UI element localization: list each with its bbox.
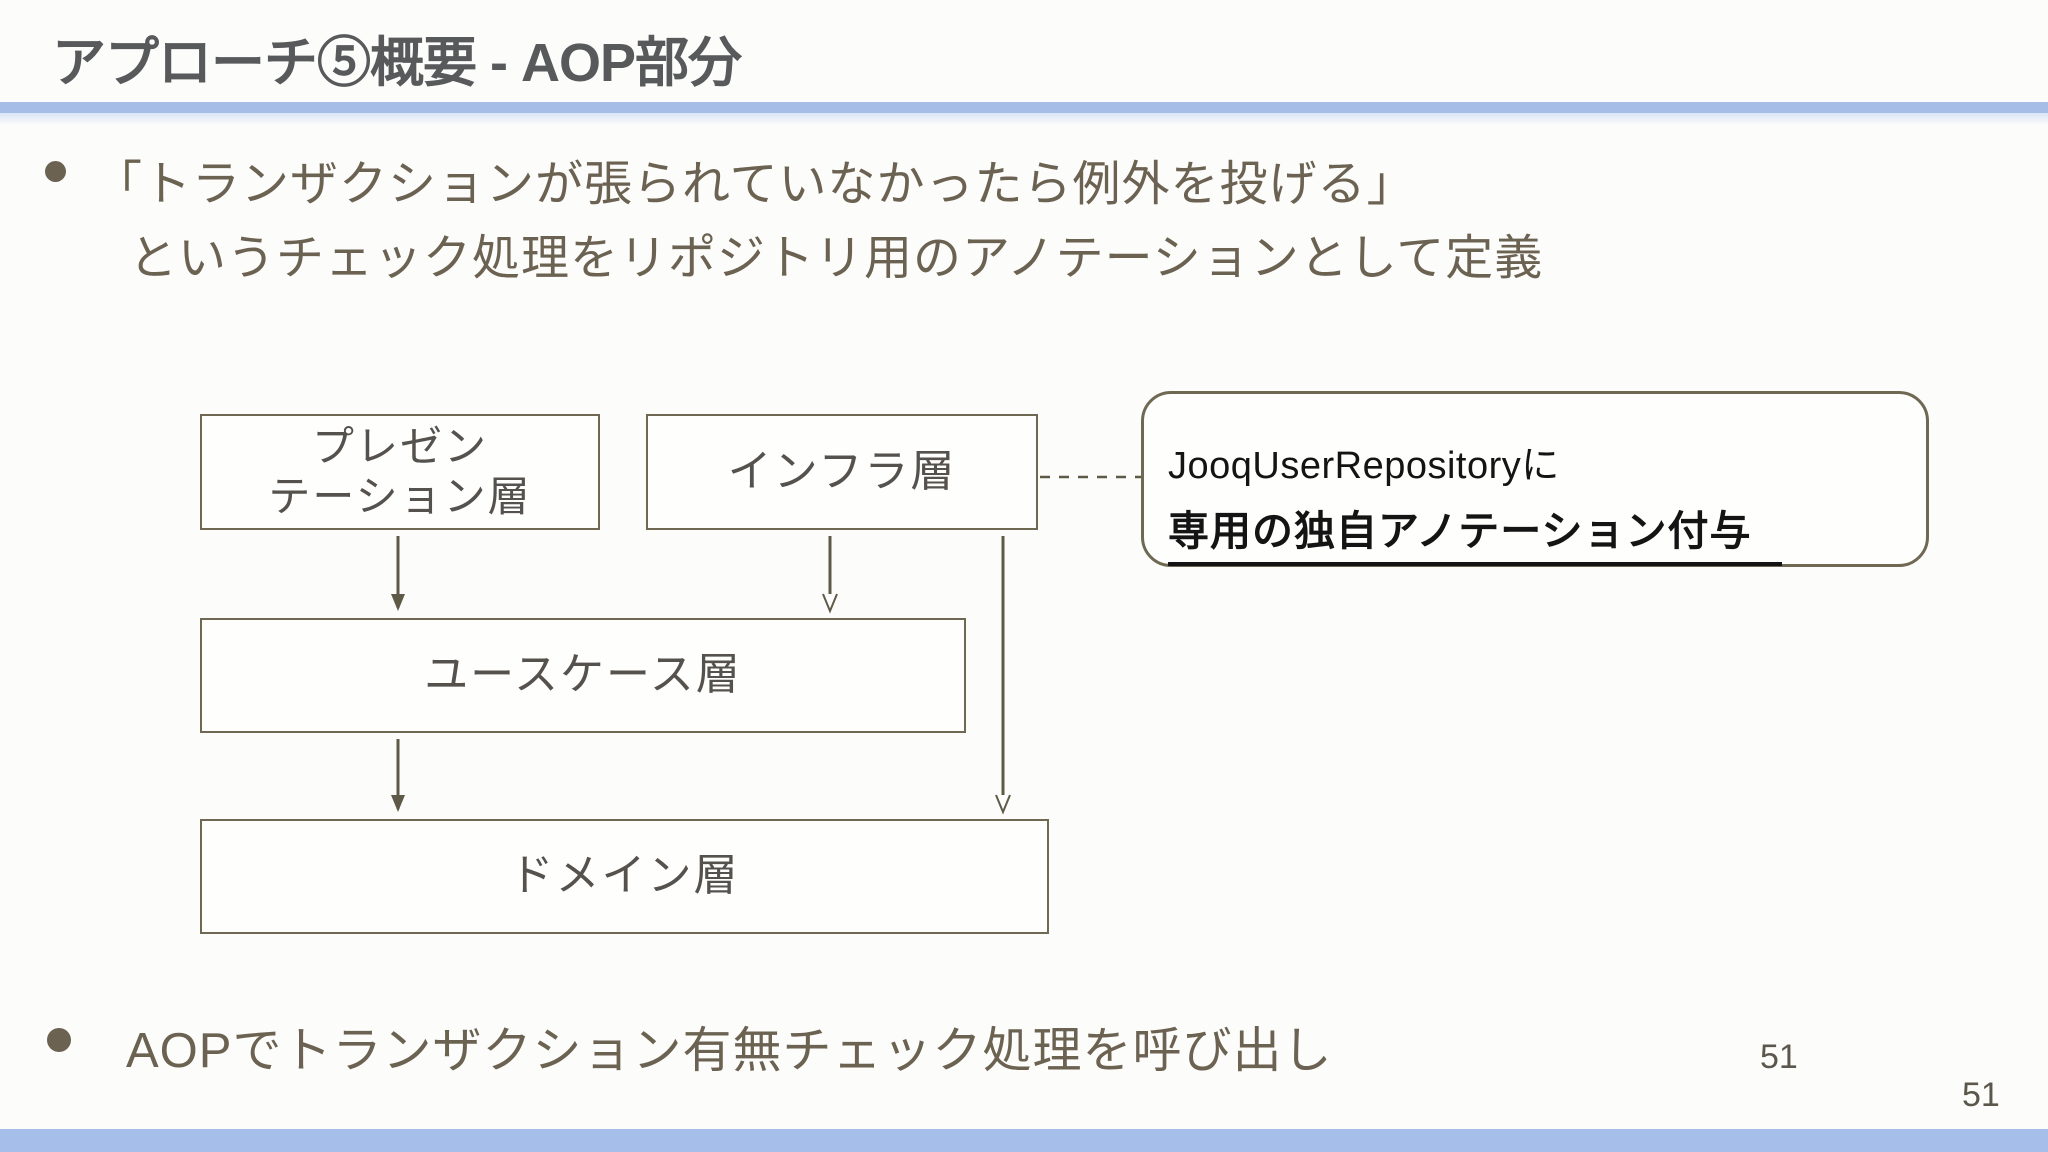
- arrow-presentation-to-usecase: [391, 536, 405, 611]
- arrow-infrastructure-to-usecase: [822, 536, 838, 614]
- bullet-icon: [45, 161, 66, 182]
- title-divider: [0, 102, 2048, 113]
- page-number-outer: 51: [1962, 1076, 2000, 1114]
- bullet1-line2: というチェック処理をリポジトリ用のアノテーションとして定義: [129, 232, 1544, 285]
- callout-line2: 専用の独自アノテーション付与: [1168, 497, 1782, 566]
- arrow-usecase-to-domain: [391, 739, 405, 812]
- usecase-label: ユースケース層: [424, 650, 742, 700]
- domain-label: ドメイン層: [509, 851, 740, 901]
- layer-box-usecase: ユースケース層: [200, 618, 966, 733]
- infrastructure-label: インフラ層: [727, 446, 957, 496]
- title-divider-fade: [0, 113, 2048, 125]
- page-title: アプローチ⑤概要 - AOP部分: [52, 33, 742, 93]
- layer-box-domain: ドメイン層: [200, 819, 1049, 934]
- callout-line1: JooqUserRepositoryに: [1168, 445, 1560, 487]
- annotation-callout: JooqUserRepositoryに 専用の独自アノテーション付与: [1141, 391, 1929, 567]
- bottom-accent-bar: [0, 1129, 2048, 1152]
- bullet1-line1: 「トランザクションが張られていなかったら例外を投げる」: [94, 158, 1416, 211]
- layer-box-presentation: プレゼン テーション層: [200, 414, 600, 530]
- presentation-label-line1: プレゼン: [311, 422, 488, 470]
- layer-box-infrastructure: インフラ層: [646, 414, 1038, 530]
- page-number-inner: 51: [1760, 1038, 1798, 1076]
- presentation-label-line2: テーション層: [268, 473, 532, 520]
- bullet-icon: [47, 1028, 71, 1052]
- bullet2-line1: AOPでトランザクション有無チェック処理を呼び出し: [126, 1024, 1333, 1078]
- arrow-infrastructure-to-domain: [995, 536, 1011, 815]
